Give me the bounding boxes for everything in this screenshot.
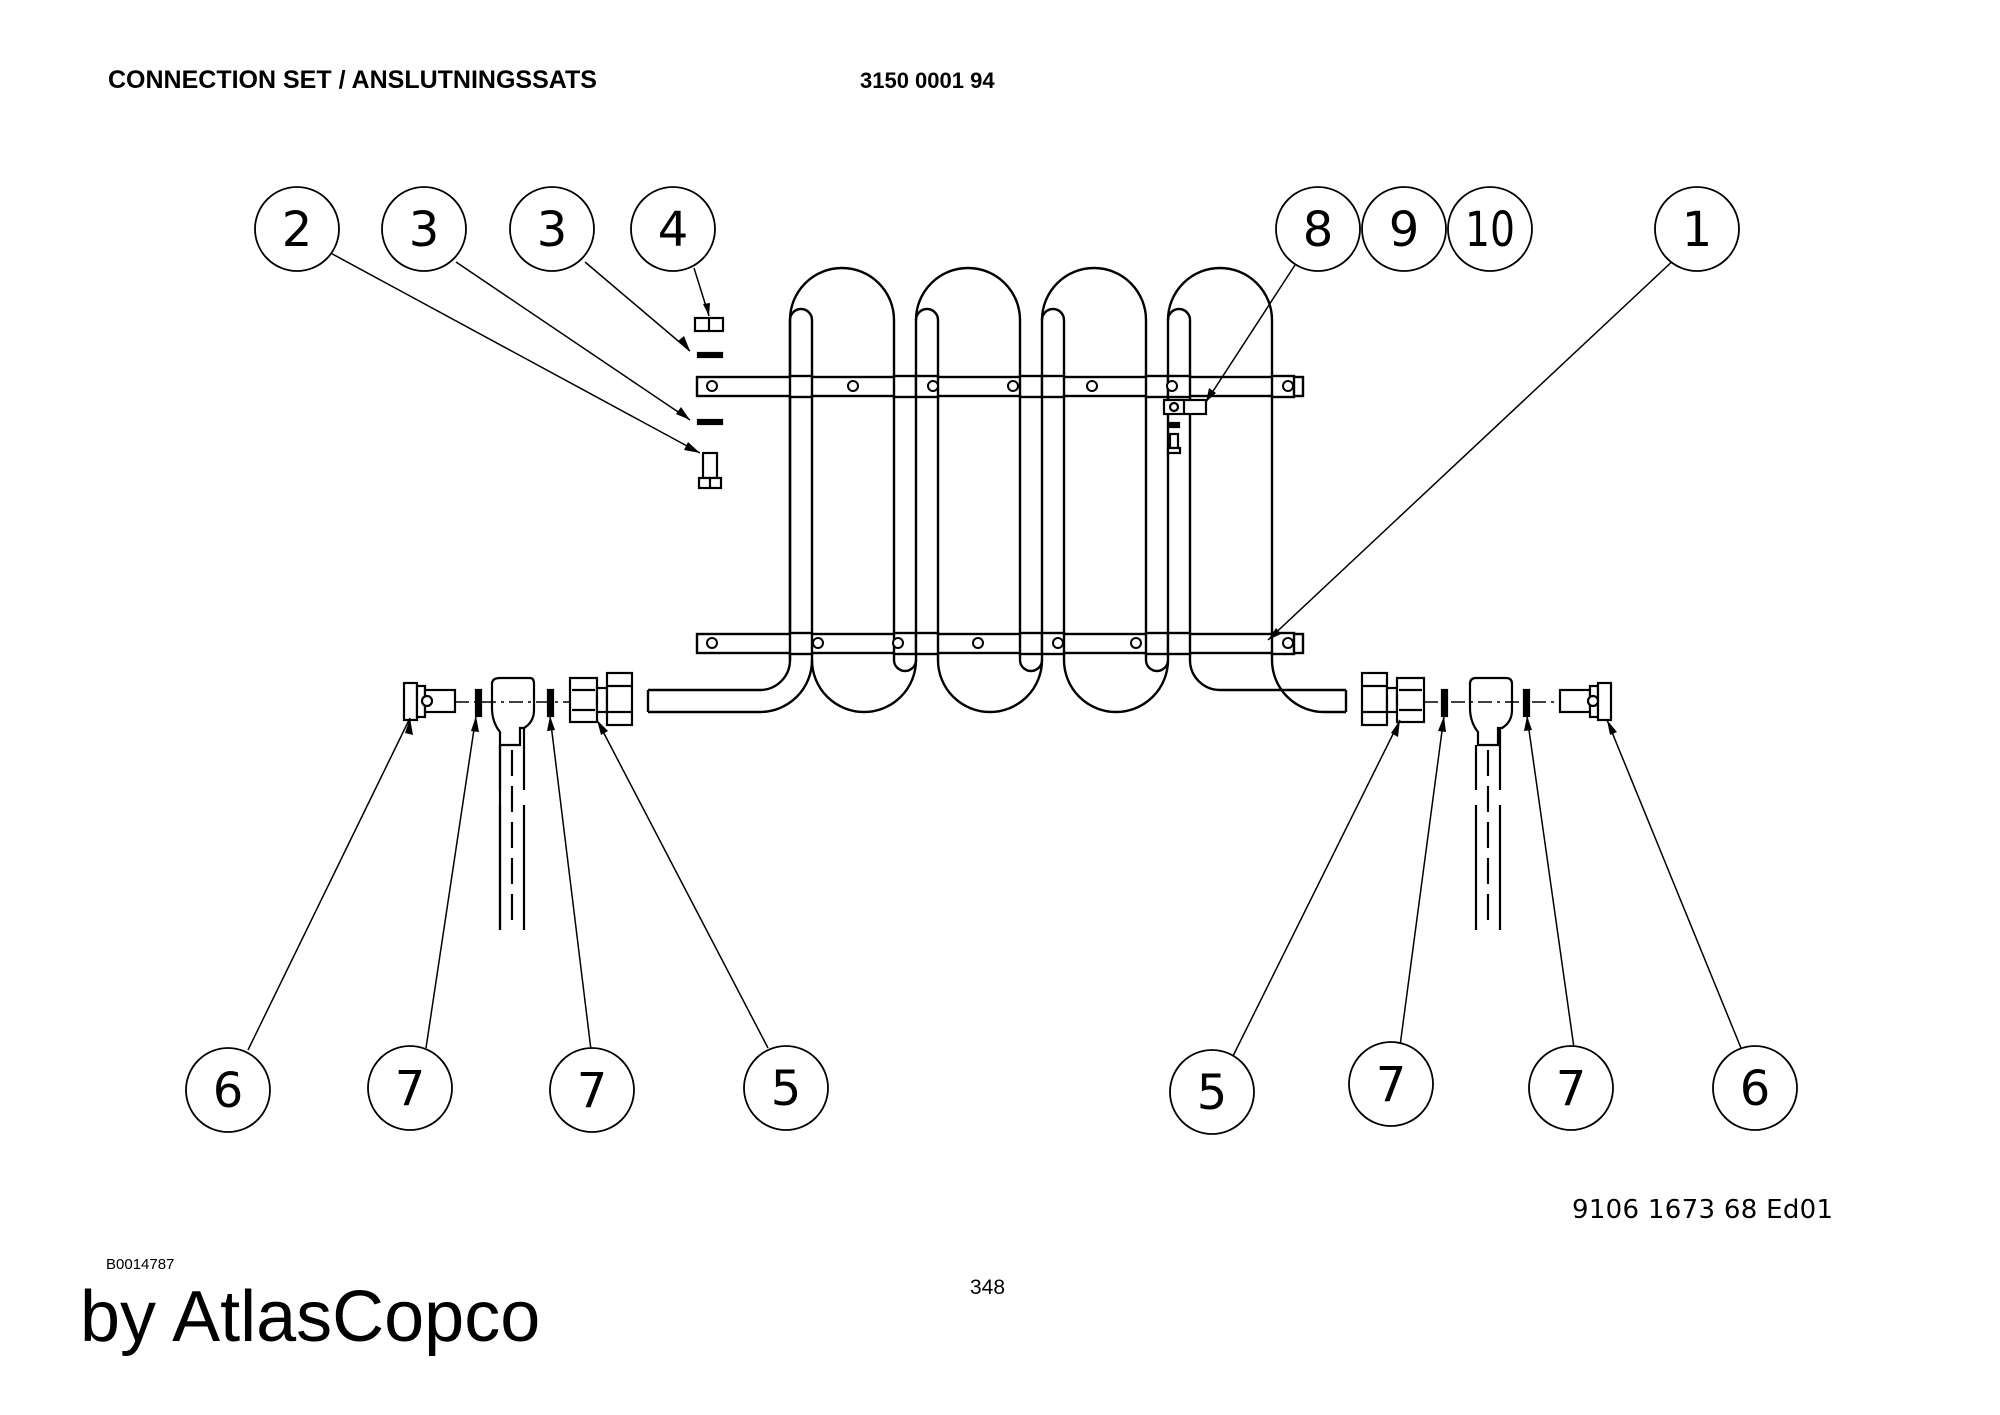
support-bar-holes bbox=[706, 380, 1294, 649]
balloon-bottom-left-1: 6 bbox=[185, 1047, 271, 1133]
banjo-bolt-head-left bbox=[402, 681, 419, 722]
balloon-top-right-2: 9 bbox=[1361, 186, 1447, 272]
washer-item-3a bbox=[696, 351, 724, 359]
balloon-label: 5 bbox=[771, 1061, 802, 1117]
union-nut-right bbox=[1360, 671, 1389, 727]
hardware-items-2-3-4 bbox=[693, 316, 725, 490]
balloon-bottom-right-3: 7 bbox=[1528, 1045, 1614, 1131]
balloon-label: 7 bbox=[577, 1063, 608, 1119]
balloon-top-left-4: 4 bbox=[630, 186, 716, 272]
right-fittings bbox=[1360, 671, 1613, 930]
washer-right-a bbox=[1440, 688, 1449, 718]
brand-logo-text: by AtlasCopco bbox=[80, 1277, 541, 1357]
washer-left-b bbox=[546, 688, 555, 718]
page-number: 348 bbox=[970, 1276, 1006, 1299]
balloon-label: 3 bbox=[409, 202, 440, 258]
clip-items-8-9-10 bbox=[1162, 398, 1208, 455]
balloon-label: 4 bbox=[658, 202, 689, 258]
leader-lines bbox=[247, 249, 1742, 1059]
balloon-top-left-2: 3 bbox=[381, 186, 467, 272]
washer-item-3b bbox=[696, 418, 724, 426]
balloon-label: 10 bbox=[1465, 202, 1515, 258]
washer-left-a bbox=[474, 688, 483, 718]
balloon-bottom-right-2: 7 bbox=[1348, 1041, 1434, 1127]
balloon-label: 3 bbox=[537, 202, 568, 258]
balloon-bottom-left-4: 5 bbox=[743, 1045, 829, 1131]
bolt-shank-item-2 bbox=[701, 451, 719, 480]
balloon-label: 8 bbox=[1303, 202, 1334, 258]
balloon-bottom-left-2: 7 bbox=[367, 1045, 453, 1131]
page-title: CONNECTION SET / ANSLUTNINGSSATS bbox=[108, 66, 597, 94]
balloon-top-left-1: 2 bbox=[254, 186, 340, 272]
balloon-label: 7 bbox=[1556, 1061, 1587, 1117]
banjo-bolt-right bbox=[1558, 688, 1592, 714]
balloon-top-right-1: 8 bbox=[1275, 186, 1361, 272]
balloon-top-right-3: 10 bbox=[1447, 186, 1533, 272]
image-id: B0014787 bbox=[106, 1256, 175, 1273]
balloon-label: 9 bbox=[1389, 202, 1420, 258]
balloon-label: 6 bbox=[1740, 1061, 1771, 1117]
balloon-label: 1 bbox=[1682, 202, 1713, 258]
union-nut-left bbox=[568, 676, 599, 724]
part-number: 3150 0001 94 bbox=[860, 68, 995, 93]
serpentine-pipe-coil bbox=[646, 266, 1348, 714]
balloon-label: 6 bbox=[213, 1063, 244, 1119]
left-fittings bbox=[402, 671, 634, 930]
balloon-bottom-right-4: 6 bbox=[1712, 1045, 1798, 1131]
drawing-number: 9106 1673 68 Ed01 bbox=[1572, 1195, 1834, 1225]
balloon-bottom-right-1: 5 bbox=[1169, 1049, 1255, 1135]
balloon-bottom-left-3: 7 bbox=[549, 1047, 635, 1133]
leader-arrowheads bbox=[405, 303, 1617, 737]
support-bar-bottom bbox=[695, 632, 1305, 655]
balloon-top-right-4: 1 bbox=[1654, 186, 1740, 272]
balloon-top-left-3: 3 bbox=[509, 186, 595, 272]
balloon-label: 2 bbox=[282, 202, 313, 258]
balloon-label: 7 bbox=[395, 1061, 426, 1117]
balloon-label: 5 bbox=[1197, 1065, 1228, 1121]
balloon-label: 7 bbox=[1376, 1057, 1407, 1113]
washer-right-b bbox=[1522, 688, 1531, 718]
